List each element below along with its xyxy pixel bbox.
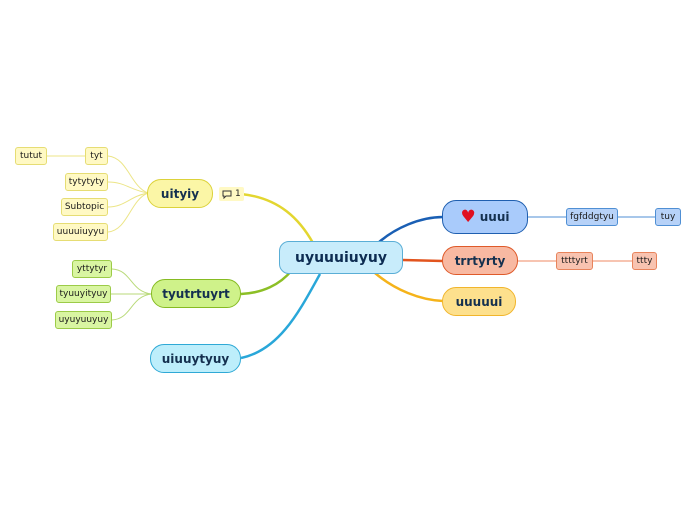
connector-tyt — [107, 155, 149, 194]
topic-trrtyrty[interactable]: trrtyrty — [442, 246, 518, 275]
central-topic-label: uyuuuiuyuy — [295, 249, 387, 266]
connector-trrtyrty — [402, 258, 444, 263]
connector-uuui — [377, 215, 444, 244]
subtopic-tyt-label: tyt — [90, 151, 103, 161]
topic-uuui-label: uuui — [479, 210, 510, 224]
note-count: 1 — [235, 189, 241, 199]
connector-uyuyuuyuy — [111, 293, 153, 321]
connector-uuuuiuyyu — [107, 192, 149, 233]
topic-uiuuytyuy-label: uiuuytyuy — [161, 351, 230, 366]
topic-uityiy-label: uityiy — [160, 186, 200, 201]
subtopic-tuy[interactable]: tuy — [655, 208, 681, 226]
connector-uiuuytyuy — [240, 273, 322, 360]
topic-uiuuytyuy[interactable]: uiuuytyuy — [150, 344, 241, 373]
note-indicator[interactable]: 1 — [219, 187, 244, 201]
subtopic-ttttyrt[interactable]: ttttyrt — [556, 252, 593, 270]
connector-tyutrtuyrt — [240, 269, 293, 296]
topic-uuuuui-label: uuuuui — [455, 294, 503, 309]
topic-uityiy[interactable]: uityiy — [147, 179, 213, 208]
topic-tyutrtuyrt[interactable]: tyutrtuyrt — [151, 279, 241, 308]
topic-uuui[interactable]: ♥ uuui — [442, 200, 528, 234]
connector-tytytyty — [107, 181, 149, 194]
comment-icon — [222, 190, 232, 199]
subtopic-fgfddgtyu[interactable]: fgfddgtyu — [566, 208, 618, 226]
subtopic-uuuuiuyyu-label: uuuuiuyyu — [56, 227, 105, 237]
subtopic-tyuuyityuy[interactable]: tyuuyityuy — [56, 285, 111, 303]
subtopic-ttttyrt-label: ttttyrt — [561, 256, 588, 266]
subtopic-ttty[interactable]: ttty — [632, 252, 657, 270]
subtopic-tuy-label: tuy — [660, 212, 676, 222]
subtopic-tutut-label: tutut — [20, 151, 42, 161]
subtopic-uyuyuuyuy-label: uyuyuuyuy — [58, 315, 109, 325]
connector-uityiy — [240, 192, 315, 244]
topic-tyutrtuyrt-label: tyutrtuyrt — [162, 286, 230, 301]
subtopic-tyuuyityuy-label: tyuuyityuy — [59, 289, 108, 299]
subtopic-tutut[interactable]: tutut — [15, 147, 47, 165]
topic-uuuuui[interactable]: uuuuui — [442, 287, 516, 316]
connector-uuuuui — [374, 272, 444, 303]
connector-subtopic — [107, 192, 149, 208]
subtopic-uyuyuuyuy[interactable]: uyuyuuyuy — [55, 311, 112, 329]
connector-yttytyr — [111, 268, 153, 295]
subtopic-subtopic[interactable]: Subtopic — [61, 198, 108, 216]
subtopic-tytytyty-label: tytytyty — [68, 177, 105, 187]
subtopic-subtopic-label: Subtopic — [64, 202, 105, 212]
subtopic-yttytyr-label: yttytyr — [76, 264, 108, 274]
subtopic-tytytyty[interactable]: tytytyty — [65, 173, 108, 191]
topic-trrtyrty-label: trrtyrty — [454, 253, 506, 268]
subtopic-ttty-label: ttty — [636, 256, 653, 266]
subtopic-fgfddgtyu-label: fgfddgtyu — [570, 212, 614, 222]
heart-icon: ♥ — [460, 206, 476, 227]
subtopic-uuuuiuyyu[interactable]: uuuuiuyyu — [53, 223, 108, 241]
subtopic-tyt[interactable]: tyt — [85, 147, 108, 165]
subtopic-yttytyr[interactable]: yttytyr — [72, 260, 112, 278]
central-topic[interactable]: uyuuuiuyuy — [279, 241, 403, 274]
